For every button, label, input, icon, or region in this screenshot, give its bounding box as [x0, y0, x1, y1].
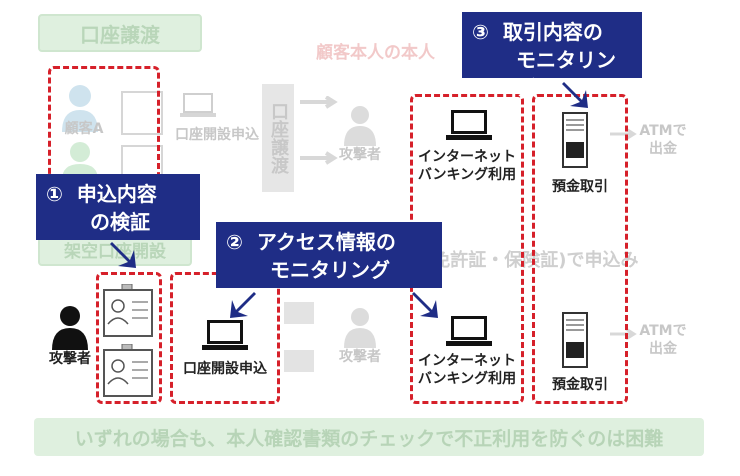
- id-card-icon-1: [102, 284, 154, 338]
- vertical-transfer-box: 口座譲渡: [262, 84, 294, 192]
- server-icon-top: [562, 112, 588, 168]
- arrow-faded-atm-top: [610, 128, 638, 140]
- customer-a-label: 顧客A: [64, 121, 104, 137]
- attacker-faded-bottom-label: 攻撃者: [339, 349, 381, 365]
- callout-3: ③ 取引内容の モニタリング: [462, 12, 642, 100]
- identity-header: 顧客本人の本人: [316, 43, 435, 63]
- attacker-faded-icon: [342, 104, 378, 146]
- bottom-bar: いずれの場合も、本人確認書類のチェックで不正利用を防ぐのは困難: [34, 418, 704, 456]
- arrow-faded-atm-bottom: [610, 328, 638, 340]
- arrow-faded-1: [298, 96, 338, 166]
- dashed-box-deposit: [532, 94, 628, 404]
- account-apply-label: 口座開設申込: [183, 361, 267, 377]
- deposit-bottom-label: 預金取引: [552, 377, 608, 393]
- dashed-box-id-docs: [96, 272, 162, 404]
- deposit-top-label: 預金取引: [552, 179, 608, 195]
- laptop-icon-ib-bottom: [446, 314, 492, 348]
- ib-top-label: インターネット バンキング利用: [417, 149, 517, 183]
- atm-top-label: ATMで 出金: [639, 123, 687, 157]
- top-banner: 口座譲渡: [38, 14, 202, 52]
- attacker-faded-label: 攻撃者: [339, 147, 381, 163]
- faded-stamps: [282, 300, 318, 376]
- laptop-faded-icon: [180, 92, 216, 118]
- laptop-icon-ib-top: [446, 108, 492, 142]
- laptop-icon-apply: [202, 318, 248, 352]
- callout-2-arrow-right: [410, 288, 444, 322]
- attacker-label: 攻撃者: [49, 351, 91, 367]
- ib-bottom-label: インターネット バンキング利用: [417, 353, 517, 387]
- callout-2: ② アクセス情報の モニタリング: [216, 222, 442, 288]
- callout-1-arrow: [108, 238, 142, 272]
- customer-a-icon: [58, 82, 102, 132]
- callout-3-arrow: [560, 78, 594, 112]
- attacker-faded-bottom-icon: [342, 306, 378, 348]
- attacker-icon: [50, 304, 90, 350]
- id-card-icon-2: [102, 344, 154, 398]
- callout-1: ① 申込内容 の検証: [36, 174, 200, 240]
- license-text: (免許証・保険証)で申込み: [424, 250, 639, 271]
- atm-bottom-label: ATMで 出金: [639, 323, 687, 357]
- account-apply-faded-label: 口座開設申込: [175, 127, 259, 143]
- callout-2-arrow-left: [226, 288, 258, 320]
- server-icon-bottom: [562, 312, 588, 368]
